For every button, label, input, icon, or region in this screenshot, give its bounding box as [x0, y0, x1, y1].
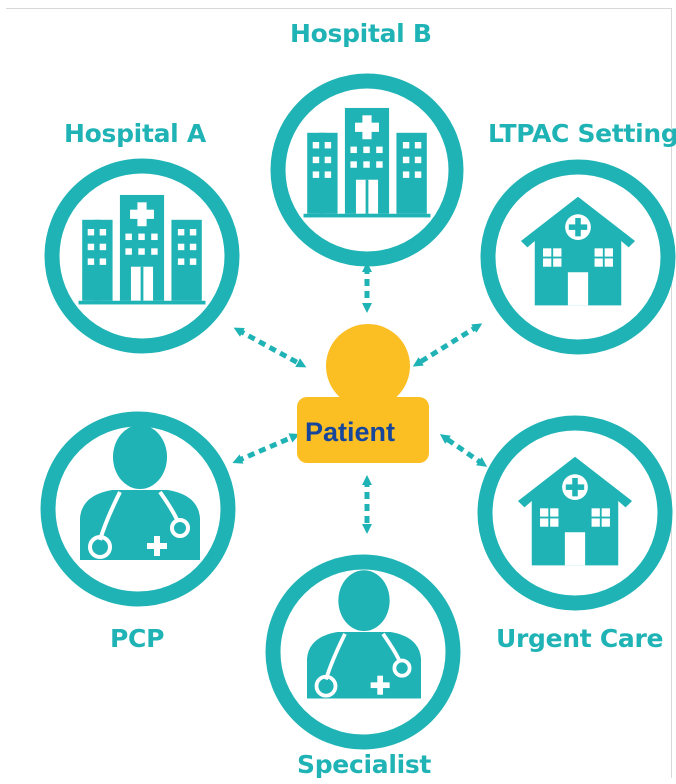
label-hospital-a: Hospital A [64, 119, 206, 148]
patient-figure [297, 324, 429, 463]
diagram-frame [6, 8, 672, 778]
connector-arrows [232, 262, 488, 534]
arrow-hospital-a [233, 327, 307, 368]
ltpac-clinic-icon [520, 196, 636, 306]
node-pcp [40, 411, 236, 607]
arrow-ltpac [412, 323, 483, 367]
hospital-b-icon [303, 107, 431, 218]
arrow-pcp [232, 433, 300, 464]
patient-head [326, 324, 410, 408]
node-urgent-care [477, 415, 673, 611]
pcp-doctor-icon [78, 423, 202, 562]
label-ltpac-setting: LTPAC Setting [488, 119, 676, 148]
label-urgent-care: Urgent Care [496, 624, 664, 653]
node-ltpac-setting [480, 159, 676, 355]
urgent-care-clinic-icon [517, 456, 633, 566]
node-hospital-a [44, 158, 240, 354]
patient-label: Patient [305, 417, 396, 447]
arrow-urgent-care [439, 434, 488, 467]
hospital-a-icon [78, 194, 206, 305]
specialist-doctor-icon [305, 568, 423, 701]
label-hospital-b: Hospital B [290, 19, 432, 48]
label-specialist: Specialist [297, 750, 432, 779]
label-pcp: PCP [110, 624, 165, 653]
node-specialist [265, 554, 461, 750]
node-hospital-b [270, 73, 464, 267]
patient-body [297, 397, 429, 463]
